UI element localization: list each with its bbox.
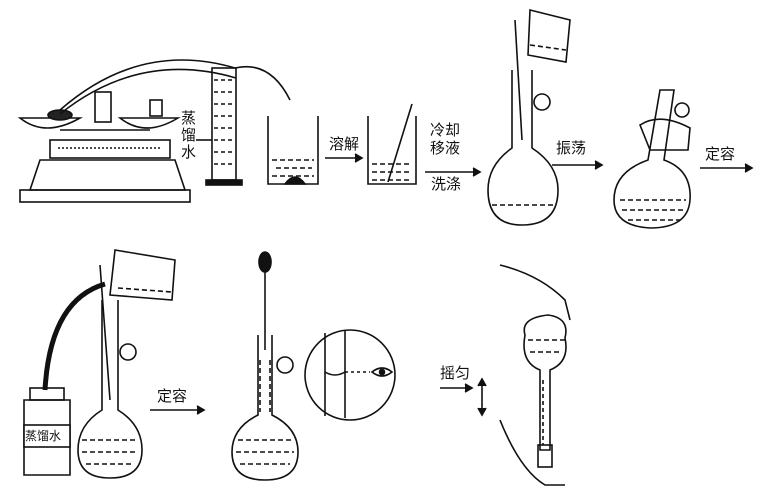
label-transfer: 移液: [430, 139, 461, 157]
swirling-flask-icon: [613, 89, 691, 229]
dropper-flask-icon: [231, 251, 299, 481]
meniscus-magnifier-icon: [304, 329, 396, 421]
bottle-label: 蒸馏水: [25, 429, 62, 443]
distilled-water-bottle-icon: [23, 387, 71, 476]
volumetric-flask-pouring-icon: [487, 8, 571, 226]
label-make-volume-bottom: 定容: [157, 387, 188, 405]
beaker-icon: [267, 116, 319, 185]
label-shake: 振荡: [556, 139, 587, 157]
inverting-flask-icon: [499, 264, 571, 486]
graduated-cylinder-icon: [205, 67, 243, 186]
transfer-arc: [59, 59, 236, 111]
volumetric-flask-icon: [77, 249, 176, 479]
label-cool: 冷却: [430, 121, 461, 139]
label-invert-mix: 摇匀: [440, 364, 471, 382]
label-make-volume-top: 定容: [705, 145, 736, 163]
label-distilled-water: 蒸馏水: [181, 109, 197, 161]
beaker-with-glass-rod-icon: [367, 103, 417, 185]
label-wash: 洗涤: [431, 175, 462, 193]
balance-icon: [17, 91, 191, 203]
label-dissolve: 溶解: [329, 135, 360, 153]
